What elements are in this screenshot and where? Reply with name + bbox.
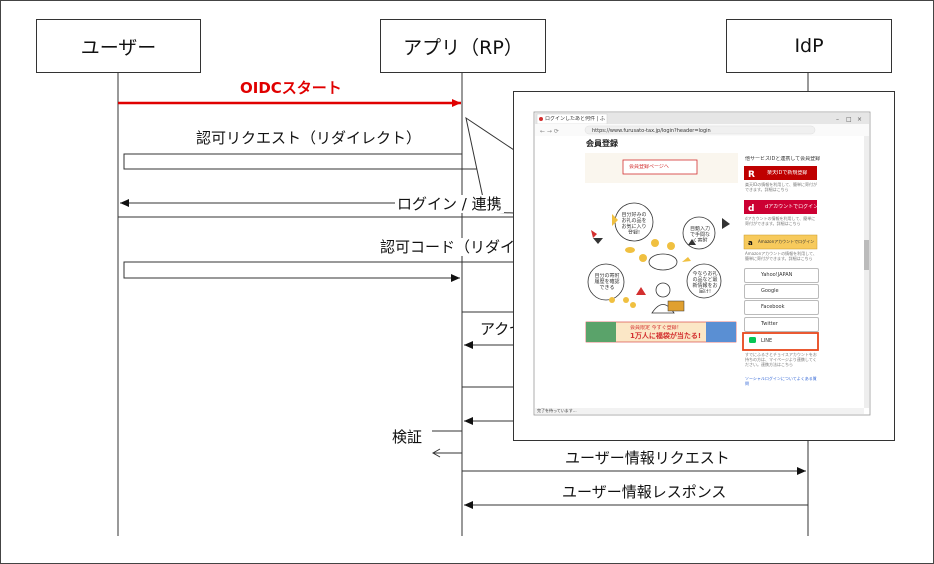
label-userinfo-response: ユーザー情報レスポンス (562, 483, 727, 501)
illus-text-favorite: 自分好みのお礼の品をお気に入り登録! (621, 212, 647, 234)
rakuten-label[interactable]: 楽天IDで新規登録 (767, 170, 808, 176)
arrow-verify (432, 430, 463, 454)
actor-app: アプリ（RP） (380, 19, 546, 73)
browser-url: https://www.furusato-tax.jp/login?header… (592, 128, 711, 134)
page-heading: 会員登録 (586, 139, 618, 148)
screenshot-callout (513, 91, 895, 441)
twitter-button[interactable]: Twitter (744, 317, 819, 332)
d-label[interactable]: dアカウントでログイン (765, 204, 819, 210)
google-button[interactable]: Google (744, 284, 819, 299)
illus-text-news: 今ならお礼の品など最新情報をお届け! (692, 271, 718, 293)
banner-text-1: 会員限定 今すぐ登録！ (630, 325, 682, 331)
illus-text-autofill: 自動入力で手間なく寄附 (689, 226, 710, 242)
illus-text-history: 自分の寄附履歴を確認できる (594, 273, 620, 291)
label-verify: 検証 (392, 428, 423, 446)
amazon-note: Amazonアカウントの情報を利用して、簡単に寄付ができます。詳細はこちら (745, 251, 817, 261)
d-note: dアカウントの情報を利用して、簡単に寄付ができます。詳細はこちら (745, 216, 816, 226)
line-label: LINE (761, 338, 773, 344)
label-userinfo-request: ユーザー情報リクエスト (565, 449, 730, 467)
yahoo-label: Yahoo!JAPAN (761, 272, 793, 278)
rakuten-note: 楽天IDの情報を利用して、簡単に寄付ができます。詳細はこちら (745, 182, 817, 192)
amazon-label[interactable]: Amazonアカウントでログイン (758, 239, 815, 244)
yahoo-button[interactable]: Yahoo!JAPAN (744, 268, 819, 283)
label-authz-request: 認可リクエスト（リダイレクト） (196, 129, 422, 147)
sns-note: すでにふるさとチョイスアカウントをお持ちの方は、マイページより連携してください。… (745, 352, 817, 367)
register-button[interactable]: 会員登録ページへ (629, 164, 669, 170)
browser-tab-title: ログインしたあと何件 | ふるさとチョイ (545, 116, 605, 122)
google-label: Google (761, 288, 779, 294)
banner-text-2: 1万人に福袋が当たる! (630, 332, 702, 340)
facebook-button[interactable]: Facebook (744, 300, 819, 315)
arrow-authz-request (123, 153, 513, 170)
side-title: 他サービスIDと連携して会員登録 (745, 156, 821, 162)
browser-status: 完了を待っています... (537, 408, 577, 413)
line-button[interactable]: LINE (744, 334, 819, 349)
facebook-label: Facebook (761, 304, 785, 310)
label-authz-code: 認可コード（リダイレ (380, 238, 531, 256)
arrow-authz-code (123, 261, 513, 282)
actor-idp: IdP (726, 19, 892, 73)
twitter-label: Twitter (761, 321, 778, 327)
label-oidc-start: OIDCスタート (240, 79, 342, 97)
label-login: ログイン / 連携 (395, 195, 504, 213)
sns-faq-link[interactable]: ソーシャルログインについてよくある質問 (745, 376, 817, 386)
